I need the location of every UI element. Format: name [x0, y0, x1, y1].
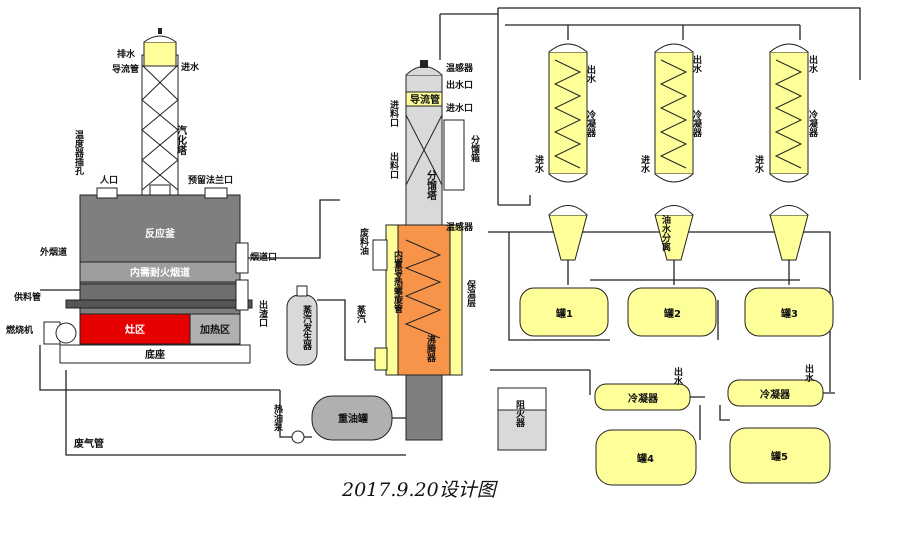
- tank-3: [744, 287, 834, 337]
- waste-gas-label: 废气管: [74, 437, 104, 450]
- water-in-port-label: 进水口: [446, 102, 473, 114]
- reactor-label: 反应釜: [145, 227, 176, 240]
- fractionate-tower: [372, 60, 463, 441]
- vaporize-tower: [141, 28, 179, 196]
- tank-3-label: 罐3: [780, 307, 798, 320]
- pump-icon: [291, 430, 305, 444]
- tank-1-label: 罐1: [555, 307, 573, 320]
- condenser-5-out-label: 出水: [803, 363, 814, 383]
- slag-out-label: 出渣口: [257, 299, 268, 328]
- condenser-5-label: 冷凝器: [760, 388, 791, 401]
- burner-icon: [43, 321, 77, 345]
- condenser-1-label: 冷凝器: [585, 109, 597, 138]
- condenser-2: [654, 43, 694, 261]
- outer-flue-label: 外烟道: [39, 246, 67, 258]
- reactor-vessel: [59, 187, 253, 364]
- manhole-label: 人口: [99, 174, 118, 186]
- fractionate-box: [443, 119, 465, 191]
- tank-5-label: 罐5: [770, 450, 788, 463]
- caption: 2017.9.20设计图: [341, 479, 499, 501]
- insulation-label: 保温层: [465, 279, 477, 308]
- base-label: 底座: [145, 348, 165, 361]
- fractionate-box-label: 分馏箱: [469, 134, 481, 163]
- tank-2-label: 罐2: [663, 307, 681, 320]
- top-vapor-pipe: [498, 7, 861, 80]
- fire-tank-label: 阻火器: [514, 400, 526, 428]
- boiling-coil-label: 沸腾器: [425, 334, 437, 363]
- tank-4: [595, 429, 697, 486]
- condenser-1: [548, 43, 588, 261]
- tank-1: [519, 287, 609, 337]
- reserve-flange-label: 预留法兰口: [188, 174, 233, 186]
- tank-4-label: 罐4: [636, 452, 654, 465]
- condenser-2-water-out-label: 出水: [691, 54, 702, 74]
- inner-flue-label: 内需耐火烟道: [130, 266, 190, 279]
- steam-generator: [286, 285, 318, 366]
- drain-label: 排水: [117, 48, 136, 60]
- thermometer-mid-label: 温感器: [446, 221, 474, 233]
- condenser-4-label: 冷凝器: [628, 392, 659, 405]
- condenser-4-out-label: 出水: [672, 366, 683, 386]
- feed-port-label: 进料口: [388, 99, 399, 128]
- condenser-1-water-in-label: 进水: [533, 154, 544, 174]
- guide-top-label: 导流管: [410, 93, 440, 106]
- discharge-port-label: 出料口: [388, 151, 399, 180]
- condenser-3-label: 冷凝器: [807, 109, 819, 138]
- heavy-oil-label: 重油罐: [338, 412, 368, 425]
- condenser-3: [769, 43, 809, 261]
- vaporize-tower-label: 汽化塔: [175, 124, 187, 156]
- thermometer-hole-label: 温度器插孔: [73, 129, 85, 176]
- steam-gen-label: 蒸汽发生器: [301, 304, 313, 351]
- condenser-2-label: 冷凝器: [691, 109, 703, 138]
- steam-label: 蒸汽: [355, 304, 366, 324]
- water-in-label: 进水: [181, 61, 200, 73]
- water-out-label: 出水口: [446, 79, 473, 91]
- oil-water-sep-label: 油水分离: [660, 214, 671, 252]
- chimney-out-label: 烟道口: [250, 251, 277, 263]
- condenser-1-water-out-label: 出水: [585, 64, 596, 84]
- guide-pipe-label: 导流管: [112, 63, 139, 75]
- tank-2: [627, 287, 717, 337]
- fractionate-tower-label: 分馏塔: [425, 169, 438, 201]
- fire-zone-label: 灶区: [125, 323, 145, 336]
- hot-oil-pump-label: 热油泵: [272, 403, 283, 432]
- heat-zone-label: 加热区: [199, 323, 230, 336]
- condenser-2-water-in-label: 进水: [639, 154, 650, 174]
- condenser-3-water-out-label: 出水: [807, 54, 818, 74]
- inner-coil-label: 内置导热螺旋管: [392, 249, 404, 314]
- condenser-3-water-in-label: 进水: [753, 154, 764, 174]
- tank-5: [729, 427, 831, 484]
- thermometer-top-label: 温感器: [446, 62, 474, 74]
- burner-label: 燃烧机: [6, 324, 33, 336]
- feed-pipe-label: 供料管: [13, 291, 41, 303]
- slag-oil-label: 废料油: [358, 227, 369, 256]
